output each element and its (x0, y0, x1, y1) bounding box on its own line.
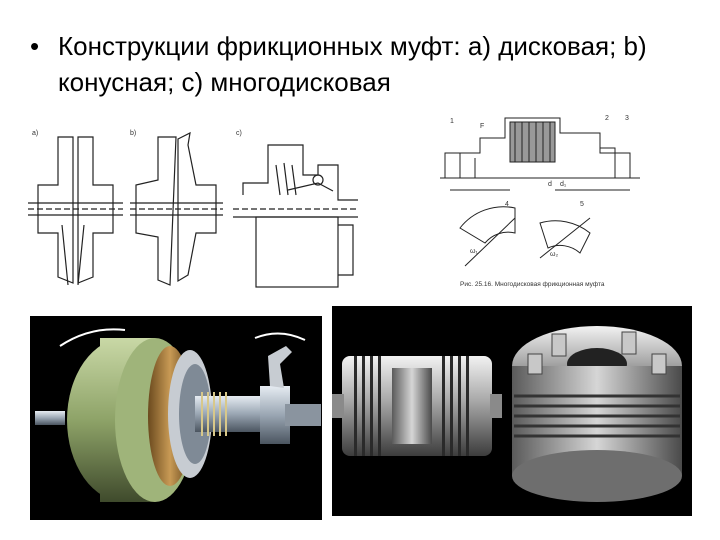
callout-d1: d₁ (560, 181, 567, 188)
callout-5: 5 (580, 201, 584, 208)
label-c: c) (236, 130, 242, 137)
label-a: a) (32, 130, 38, 137)
clutch-render-svg (35, 328, 321, 502)
clutch-drawings-abc: a) b) c) (18, 125, 363, 295)
callout-omega1: ω₁ (470, 248, 478, 255)
callout-3: 3 (625, 115, 629, 122)
clutch-drawings-svg: a) b) c) (28, 130, 358, 288)
multidisc-caption: Рис. 25.16. Многодисковая фрикционная му… (460, 281, 605, 288)
callout-2: 2 (605, 115, 609, 122)
slide-title: Конструкции фрикционных муфт: a) дискова… (58, 31, 647, 97)
multidisc-clutch-photo (332, 306, 692, 516)
callout-4: 4 (505, 201, 509, 208)
multidisc-drawing-svg: 1 F 2 3 4 5 ω₁ ω₂ d d₁ Рис. 25.16. Много… (440, 115, 640, 288)
label-b: b) (130, 130, 136, 137)
callout-d: d (548, 181, 552, 188)
callout-F: F (480, 123, 484, 130)
callout-omega2: ω₂ (550, 251, 558, 258)
callout-1: 1 (450, 118, 454, 125)
clutch-render-photo (30, 316, 322, 520)
multidisc-photo-svg (332, 326, 682, 502)
multidisc-clutch-drawing: 1 F 2 3 4 5 ω₁ ω₂ d d₁ Рис. 25.16. Много… (440, 108, 640, 293)
bullet-marker: • (30, 31, 40, 61)
